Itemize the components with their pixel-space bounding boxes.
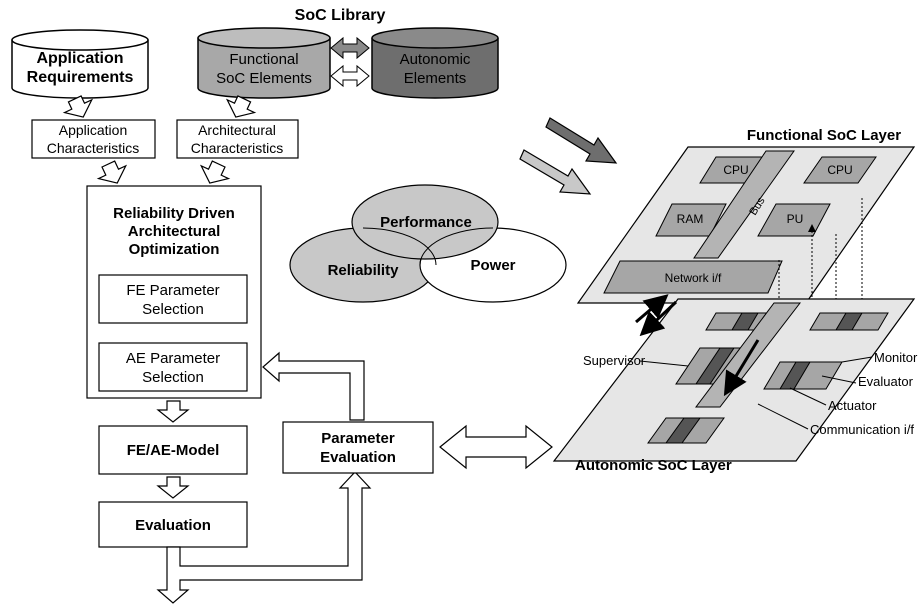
fe-parameter-line2: Selection — [142, 301, 204, 318]
venn-power-label: Power — [470, 257, 515, 274]
feedback-arrow-to-optimization — [262, 351, 365, 421]
app-characteristics-line1: Application — [59, 122, 128, 138]
functional-elements-line2: SoC Elements — [216, 70, 312, 87]
al-block-top2-dark — [835, 312, 863, 331]
library-double-arrow-top — [330, 36, 370, 60]
communication-label: Communication i/f — [810, 422, 914, 437]
al-monitor-dark — [779, 361, 811, 390]
library-double-arrow-bottom — [330, 64, 370, 88]
model-label: FE/AE-Model — [127, 442, 220, 459]
light-flow-arrow — [519, 149, 592, 195]
fl-pu-label: PU — [787, 212, 804, 226]
ae-parameter-line2: Selection — [142, 369, 204, 386]
down-arrow-app-char — [96, 160, 128, 184]
feedback-branch-arrow — [156, 471, 372, 604]
functional-elements-line1: Functional — [229, 51, 298, 68]
autonomic-elements-line2: Elements — [404, 70, 467, 87]
actuator-label: Actuator — [828, 398, 877, 413]
fl-cpu2-label: CPU — [827, 163, 852, 177]
app-requirements-line2: Requirements — [27, 69, 134, 86]
fl-bus — [693, 150, 795, 259]
optimization-line1: Reliability Driven — [113, 205, 235, 222]
down-arrow-to-evaluation — [156, 476, 190, 499]
app-characteristics-line2: Characteristics — [47, 140, 140, 156]
venn-reliability-label: Reliability — [328, 262, 400, 279]
network-arrow-down — [639, 300, 678, 337]
functional-elements-cylinder: Functional SoC Elements — [197, 27, 331, 99]
param-eval-double-arrow — [439, 424, 553, 470]
soc-library-title: SoC Library — [295, 7, 386, 24]
actuator-leader — [789, 387, 827, 406]
supervisor-label: Supervisor — [583, 353, 646, 368]
model-box — [98, 425, 248, 475]
communication-leader — [757, 403, 809, 430]
autonomic-components — [635, 294, 889, 444]
parameter-evaluation-line1: Parameter — [321, 430, 395, 447]
al-bottom-dark — [665, 417, 701, 444]
evaluator-leader — [821, 375, 857, 384]
app-characteristics-box — [31, 119, 156, 159]
evaluation-box — [98, 501, 248, 548]
evaluation-label: Evaluation — [135, 517, 211, 534]
arch-characteristics-line2: Characteristics — [191, 140, 284, 156]
app-requirements-cylinder: Application Requirements — [11, 29, 149, 99]
monitor-label: Monitor — [874, 350, 918, 365]
al-arrow-1 — [723, 339, 760, 397]
app-requirements-line1: Application — [36, 50, 123, 67]
fl-cpu1-label: CPU — [723, 163, 748, 177]
evaluator-label: Evaluator — [858, 374, 914, 389]
venn-diagram: Performance Reliability Power — [289, 184, 567, 303]
supervisor-leader — [639, 360, 689, 367]
monitor-leader — [841, 356, 873, 363]
functional-components: CPU CPU RAM PU Bus Network i/f — [603, 150, 877, 294]
parameter-evaluation-line2: Evaluation — [320, 449, 396, 466]
down-arrow-arch-char — [199, 160, 231, 184]
fl-network-label: Network i/f — [665, 271, 722, 285]
functional-layer-title: Functional SoC Layer — [747, 127, 901, 144]
ae-parameter-box — [98, 342, 248, 392]
autonomic-elements-line1: Autonomic — [400, 51, 471, 68]
autonomic-layer-title: Autonomic SoC Layer — [575, 457, 732, 474]
down-arrow-to-model — [156, 400, 190, 423]
fe-parameter-line1: FE Parameter — [126, 282, 219, 299]
arch-characteristics-line1: Architectural — [198, 122, 276, 138]
down-arrow-functional — [225, 95, 257, 118]
fl-network — [603, 260, 783, 294]
down-arrow-app-req — [62, 95, 94, 118]
venn-performance-label: Performance — [380, 214, 472, 231]
parameter-evaluation-box — [282, 421, 434, 474]
ae-parameter-line1: AE Parameter — [126, 350, 220, 367]
fl-cpu2 — [803, 156, 877, 184]
fl-ram-label: RAM — [677, 212, 704, 226]
venn-performance — [351, 184, 499, 260]
dark-flow-arrow — [545, 117, 618, 164]
optimization-line3: Optimization — [129, 241, 220, 258]
al-block-top1-dark — [731, 312, 759, 331]
fe-parameter-box — [98, 274, 248, 324]
arch-characteristics-box — [176, 119, 299, 159]
autonomic-elements-cylinder: Autonomic Elements — [371, 27, 499, 99]
optimization-line2: Architectural — [128, 223, 221, 240]
al-supervisor-dark — [695, 347, 735, 385]
